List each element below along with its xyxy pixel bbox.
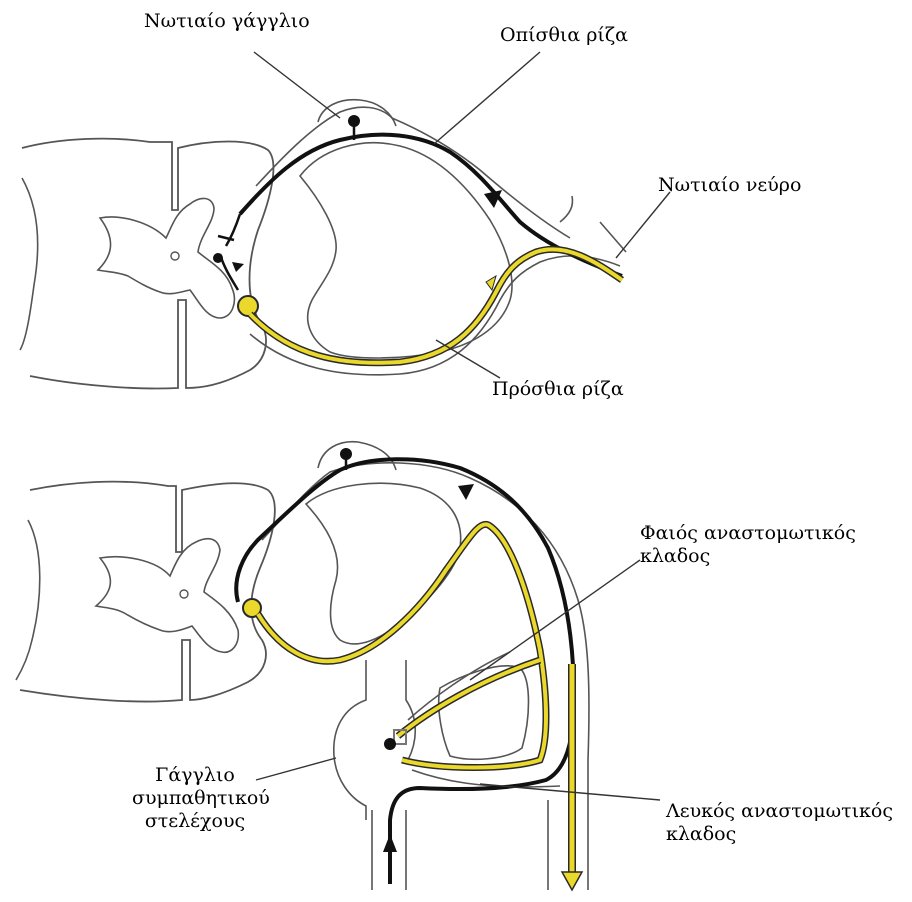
label-gray-ramus-line2: κλαδος xyxy=(640,545,856,568)
bottom-postganglionic-cell-body xyxy=(384,738,396,750)
top-interneuron-body xyxy=(213,253,223,263)
label-posterior-root: Οπίσθια ρίζα xyxy=(500,24,628,47)
top-anterior-root-leader xyxy=(436,340,500,378)
top-motor-neuron-body xyxy=(238,296,258,316)
top-spinal-cord-section xyxy=(20,52,670,389)
top-central-canal xyxy=(171,252,179,260)
top-interneuron-arrow xyxy=(232,262,244,272)
label-white-ramus-line1: Λευκός αναστομωτικός xyxy=(666,800,893,823)
bottom-central-canal xyxy=(180,590,188,598)
top-motor-fiber-edge xyxy=(250,249,622,362)
bottom-gray-ramus-leader xyxy=(470,560,640,680)
top-motor-fiber xyxy=(250,249,622,362)
label-gray-ramus: Φαιός αναστομωτικός κλαδος xyxy=(640,522,856,568)
label-sympathetic-ganglion-line3: στελέχους xyxy=(132,810,258,833)
label-white-ramus: Λευκός αναστομωτικός κλαδος xyxy=(666,800,893,846)
top-ganglion-leader xyxy=(254,52,340,118)
bottom-spinal-cord-inner-outline xyxy=(16,520,40,680)
top-spinal-nerve-sheath xyxy=(560,196,626,252)
top-sensory-fiber xyxy=(240,135,622,276)
label-sympathetic-ganglion-line1: Γάγγλιο xyxy=(132,764,258,787)
top-dorsal-horn-synapse xyxy=(218,214,240,290)
bottom-sympathetic-ganglion-leader xyxy=(256,758,336,780)
label-sympathetic-ganglion-line2: συμπαθητικού xyxy=(132,787,258,810)
bottom-sympathetic-ganglion-outline xyxy=(334,660,415,820)
bottom-inner-loop-outline xyxy=(306,483,461,644)
top-posterior-root-leader xyxy=(434,52,540,144)
bottom-root-sheath xyxy=(262,463,589,890)
bottom-ganglion-cell-body xyxy=(340,448,352,460)
label-gray-ramus-line1: Φαιός αναστομωτικός xyxy=(640,522,856,545)
label-anterior-root: Πρόσθια ρίζα xyxy=(492,378,624,401)
top-spinal-cord-inner-outline xyxy=(20,178,38,350)
bottom-sensory-arrow-trunk xyxy=(383,834,397,852)
label-sympathetic-ganglion: Γάγγλιο συμπαθητικού στελέχους xyxy=(132,764,258,833)
top-spinal-nerve-leader xyxy=(616,192,670,258)
label-spinal-nerve: Νωτιαίο νεύρο xyxy=(658,174,801,197)
bottom-gray-ramus-fiber-edge xyxy=(398,660,540,736)
top-ganglion-cell-body xyxy=(348,115,360,127)
label-white-ramus-line2: κλαδος xyxy=(666,823,893,846)
top-anterior-root-sheath xyxy=(250,256,620,375)
bottom-gray-matter xyxy=(96,539,238,653)
bottom-spinal-cord-section xyxy=(16,442,660,890)
bottom-descending-arrow xyxy=(562,872,582,890)
label-spinal-ganglion: Νωτιαίο γάγγλιο xyxy=(144,10,310,33)
bottom-sensory-arrow-up xyxy=(458,484,474,500)
bottom-trunk-lines xyxy=(372,800,548,890)
